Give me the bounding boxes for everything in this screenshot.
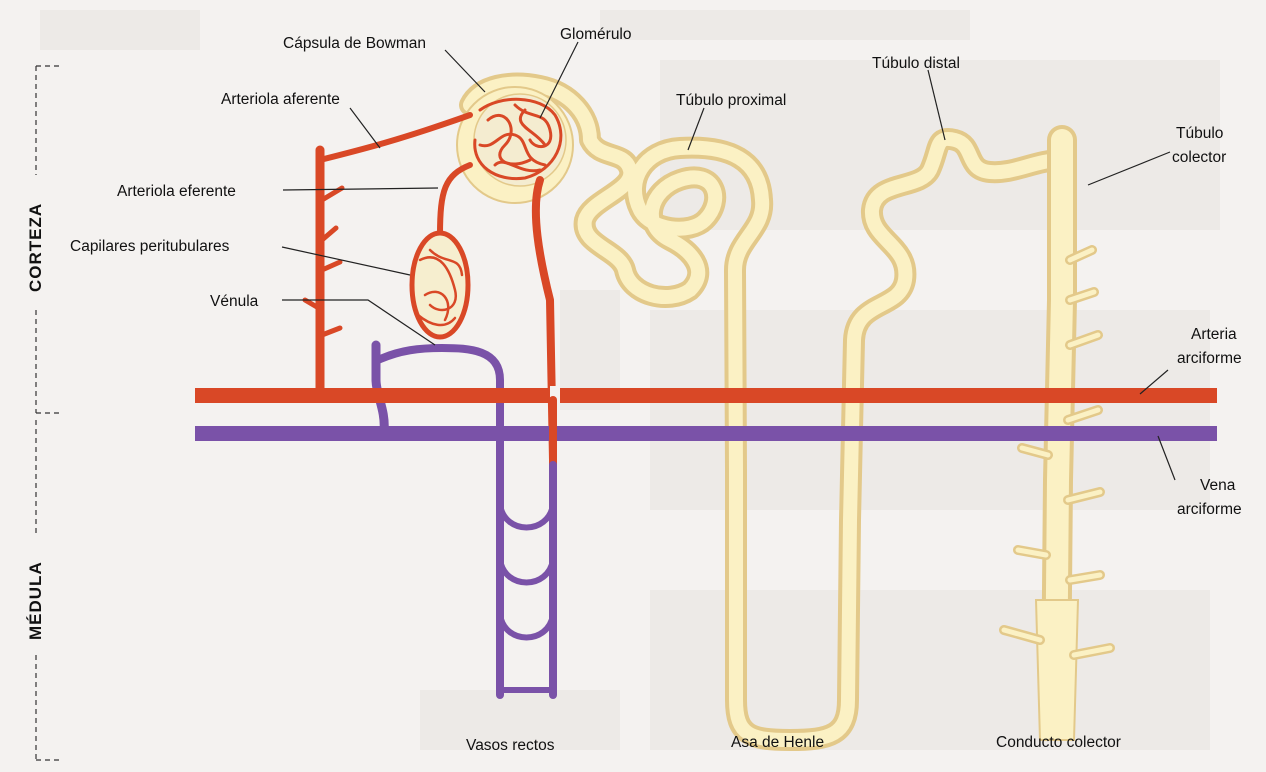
arcuate-vein	[195, 426, 1217, 441]
label-proximal: Túbulo proximal	[676, 92, 786, 109]
label-distal: Túbulo distal	[872, 55, 960, 72]
label-bowman: Cápsula de Bowman	[283, 35, 426, 52]
label-collecting-duct: Conducto colector	[996, 734, 1121, 751]
label-arcuate-vein-2: arciforme	[1177, 501, 1242, 518]
label-collecting-tubule-1: Túbulo	[1176, 125, 1223, 142]
arcuate-artery	[195, 388, 1217, 403]
label-afferent: Arteriola aferente	[221, 91, 340, 108]
label-collecting-tubule-2: colector	[1172, 149, 1226, 166]
label-arcuate-vein-1: Vena	[1200, 477, 1236, 494]
label-vasa-recta: Vasos rectos	[466, 737, 555, 754]
label-peritubular: Capilares peritubulares	[70, 238, 230, 255]
medulla-label: MÉDULA	[26, 561, 45, 640]
label-efferent: Arteriola eferente	[117, 183, 236, 200]
cortex-label: CORTEZA	[26, 203, 45, 292]
label-glomerulus: Glomérulo	[560, 26, 632, 43]
label-arcuate-artery-1: Arteria	[1191, 326, 1237, 343]
zone-brackets: CORTEZA MÉDULA	[26, 66, 60, 760]
label-venule: Vénula	[210, 293, 259, 310]
label-arcuate-artery-2: arciforme	[1177, 350, 1242, 367]
label-henle: Asa de Henle	[731, 734, 824, 751]
vasa-recta	[500, 400, 553, 695]
peritubular-capillaries	[412, 233, 468, 337]
